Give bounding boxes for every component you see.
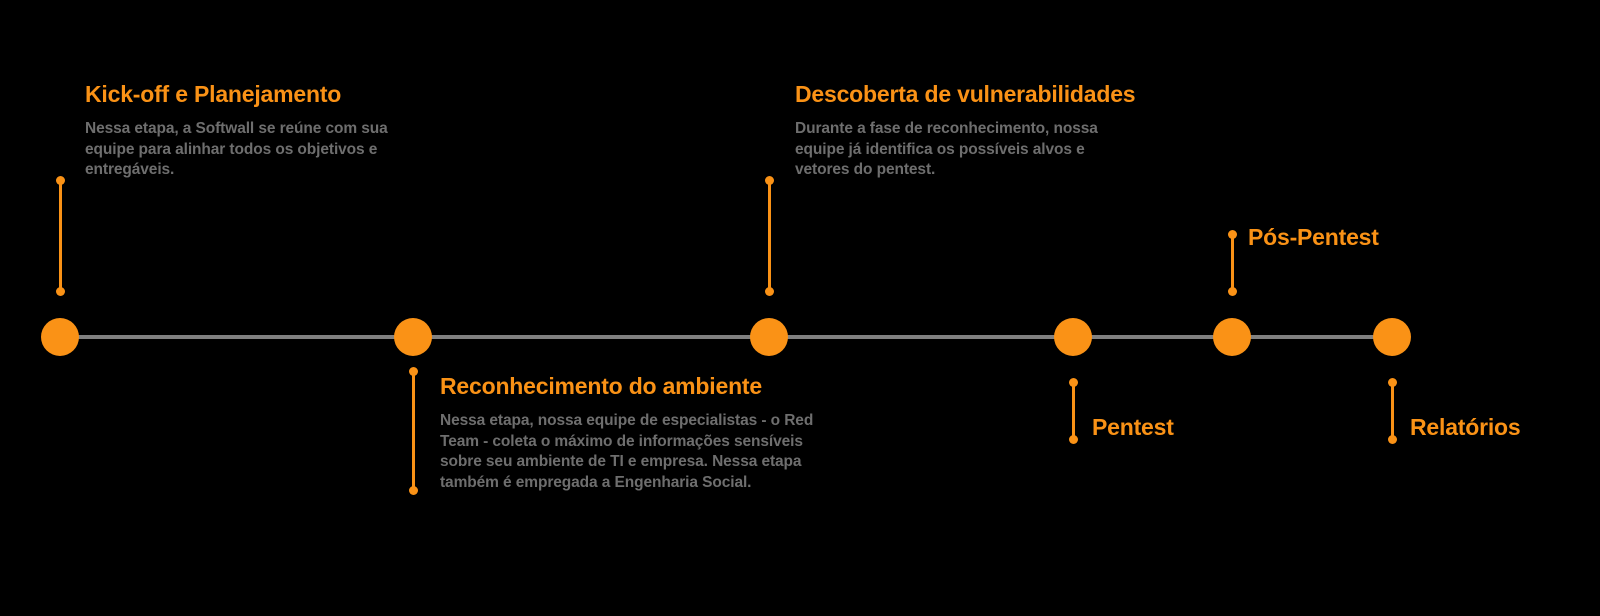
stage-stem-relatorios — [1387, 378, 1397, 444]
timeline-node-kickoff[interactable] — [41, 318, 79, 356]
stage-title-pos-pentest: Pós-Pentest — [1248, 224, 1379, 250]
stage-stem-pos-pentest — [1227, 230, 1237, 296]
timeline-node-descoberta[interactable] — [750, 318, 788, 356]
stage-title-reconhecimento: Reconhecimento do ambiente — [440, 373, 762, 399]
stage-title-descoberta: Descoberta de vulnerabilidades — [795, 81, 1136, 107]
stage-title-kickoff: Kick-off e Planejamento — [85, 81, 342, 107]
stage-block-reconhecimento: Reconhecimento do ambiente Nessa etapa, … — [440, 373, 815, 493]
stage-title-pentest: Pentest — [1092, 414, 1174, 440]
stage-body-reconhecimento: Nessa etapa, nossa equipe de especialist… — [440, 412, 814, 491]
stage-title-relatorios: Relatórios — [1410, 414, 1521, 440]
stage-stem-descoberta — [764, 176, 774, 296]
stage-stem-reconhecimento — [408, 367, 418, 495]
stage-block-kickoff: Kick-off e Planejamento Nessa etapa, a S… — [85, 81, 425, 181]
stage-body-descoberta: Durante a fase de reconhecimento, nossa … — [795, 120, 1098, 179]
timeline-node-reconhecimento[interactable] — [394, 318, 432, 356]
stage-stem-kickoff — [55, 176, 65, 296]
stage-block-descoberta: Descoberta de vulnerabilidades Durante a… — [795, 81, 1136, 181]
timeline-node-pos-pentest[interactable] — [1213, 318, 1251, 356]
timeline-node-relatorios[interactable] — [1373, 318, 1411, 356]
timeline-axis — [60, 335, 1392, 339]
stage-stem-pentest — [1068, 378, 1078, 444]
timeline-node-pentest[interactable] — [1054, 318, 1092, 356]
stage-body-kickoff: Nessa etapa, a Softwall se reúne com sua… — [85, 120, 388, 179]
